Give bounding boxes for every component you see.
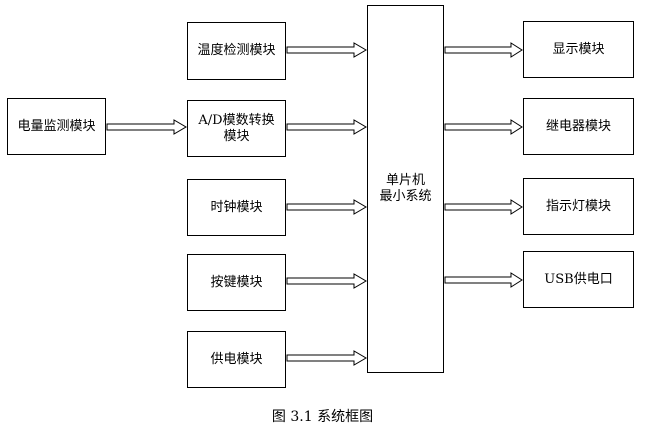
adc-label: A/D模数转换模块 bbox=[198, 112, 275, 144]
display-label: 显示模块 bbox=[552, 41, 605, 57]
relay-label: 继电器模块 bbox=[545, 118, 611, 134]
arrow-mcu-to-relay bbox=[444, 119, 523, 135]
keys-label: 按键模块 bbox=[210, 274, 263, 290]
temperature-label: 温度检测模块 bbox=[197, 43, 276, 58]
temperature-module: 温度检测模块 bbox=[187, 22, 286, 80]
arrow-keys-to-mcu bbox=[286, 273, 367, 289]
mcu-minimum-system: 单片机 最小系统 bbox=[367, 5, 444, 373]
usb-label: USB供电口 bbox=[544, 271, 613, 287]
arrow-adc-to-mcu bbox=[286, 119, 367, 135]
indicator-label: 指示灯模块 bbox=[545, 198, 611, 214]
arrow-mcu-to-usb bbox=[444, 272, 523, 288]
arrow-mcu-to-display bbox=[444, 42, 523, 58]
figure-caption: 图 3.1 系统框图 bbox=[271, 409, 374, 425]
clock-label: 时钟模块 bbox=[210, 199, 263, 215]
mcu-label-line1: 单片机 bbox=[385, 173, 425, 188]
clock-module: 时钟模块 bbox=[187, 179, 286, 236]
power-supply-label: 供电模块 bbox=[210, 351, 263, 367]
usb-power-port: USB供电口 bbox=[523, 251, 634, 308]
keys-module: 按键模块 bbox=[187, 254, 286, 311]
power-supply-module: 供电模块 bbox=[187, 331, 286, 388]
arrow-power-monitor-to-adc bbox=[106, 119, 187, 135]
power-monitor-label: 电量监测模块 bbox=[17, 118, 96, 134]
arrow-clock-to-mcu bbox=[286, 199, 367, 215]
arrow-power-supply-to-mcu bbox=[286, 350, 367, 366]
indicator-module: 指示灯模块 bbox=[523, 178, 634, 235]
adc-module: A/D模数转换模块 bbox=[187, 100, 286, 157]
power-monitor-module: 电量监测模块 bbox=[7, 98, 106, 155]
relay-module: 继电器模块 bbox=[523, 98, 634, 155]
arrow-mcu-to-indicator bbox=[444, 199, 523, 215]
arrow-temperature-to-mcu bbox=[286, 42, 367, 58]
display-module: 显示模块 bbox=[523, 21, 634, 78]
mcu-label-line2: 最小系统 bbox=[379, 189, 432, 204]
